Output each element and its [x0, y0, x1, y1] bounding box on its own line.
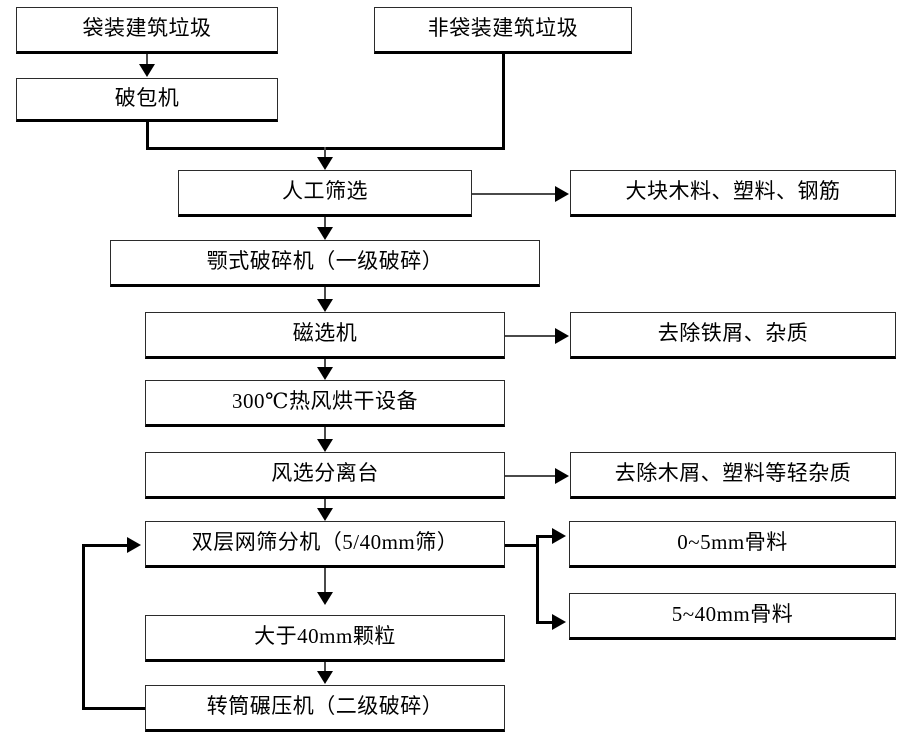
arrowhead-magnetic-to-dryer — [317, 367, 333, 380]
connector-dryer-to-air-separator — [324, 427, 326, 442]
arrowhead-split-to-fine — [552, 528, 566, 544]
arrowhead-oversize-to-drum — [317, 671, 333, 684]
connector-magnetic-to-output — [505, 335, 557, 337]
arrowhead-jaw-to-magnetic — [317, 299, 333, 312]
arrowhead-screen-to-oversize — [317, 592, 333, 605]
connector-jaw-to-magnetic — [324, 287, 326, 302]
connector-screen-to-split — [505, 544, 539, 547]
arrowhead-merge-to-manual-sorting — [317, 157, 333, 170]
connector-feedback-riser — [82, 544, 85, 710]
node-manual-sorting-output-label: 大块木料、塑料、钢筋 — [625, 179, 841, 203]
node-air-separator-label: 风选分离台 — [271, 461, 379, 485]
node-aggregate-fine[interactable]: 0~5mm骨料 — [569, 521, 896, 568]
arrowhead-air-separator-to-screen — [317, 508, 333, 521]
connector-oversize-to-drum — [324, 662, 326, 674]
arrowhead-magnetic-to-output — [555, 328, 569, 344]
node-aggregate-coarse-label: 5~40mm骨料 — [671, 602, 794, 626]
arrowhead-feedback-to-screen — [127, 537, 141, 553]
connector-split-to-coarse — [536, 621, 556, 624]
connector-bagged-to-breaker — [146, 54, 148, 69]
node-bag-breaker[interactable]: 破包机 — [16, 78, 278, 122]
node-hot-air-dryer[interactable]: 300℃热风烘干设备 — [145, 380, 505, 427]
node-bagged-waste[interactable]: 袋装建筑垃圾 — [16, 7, 278, 54]
connector-unbagged-down — [502, 54, 505, 149]
node-oversize-particles-label: 大于40mm颗粒 — [254, 624, 396, 648]
node-manual-sorting-label: 人工筛选 — [282, 179, 368, 203]
connector-screen-to-oversize — [324, 568, 326, 593]
connector-manual-sorting-to-output — [472, 193, 557, 195]
node-unbagged-waste[interactable]: 非袋装建筑垃圾 — [374, 7, 632, 54]
node-magnetic-separator[interactable]: 磁选机 — [145, 312, 505, 359]
node-magnetic-output-label: 去除铁屑、杂质 — [657, 321, 809, 345]
node-oversize-particles[interactable]: 大于40mm颗粒 — [145, 615, 505, 662]
connector-split-riser — [536, 535, 539, 623]
arrowhead-dryer-to-air-separator — [317, 439, 333, 452]
node-drum-roller-crusher-label: 转筒碾压机（二级破碎） — [206, 694, 444, 718]
arrowhead-manual-sorting-to-output — [555, 186, 569, 202]
arrowhead-split-to-coarse — [552, 614, 566, 630]
node-hot-air-dryer-label: 300℃热风烘干设备 — [232, 389, 418, 413]
node-manual-sorting-output[interactable]: 大块木料、塑料、钢筋 — [570, 170, 896, 217]
connector-merge-to-manual-sorting — [324, 147, 326, 163]
connector-air-separator-to-output — [505, 475, 557, 477]
node-unbagged-waste-label: 非袋装建筑垃圾 — [427, 16, 579, 40]
connector-split-to-fine — [536, 535, 556, 538]
node-jaw-crusher[interactable]: 颚式破碎机（一级破碎） — [110, 240, 540, 287]
node-bag-breaker-label: 破包机 — [114, 85, 180, 110]
connector-breaker-down — [146, 122, 149, 149]
node-jaw-crusher-label: 颚式破碎机（一级破碎） — [206, 249, 444, 273]
arrowhead-manual-sorting-to-jaw — [317, 227, 333, 240]
node-air-separator-output[interactable]: 去除木屑、塑料等轻杂质 — [570, 452, 896, 499]
connector-feedback-bottom — [82, 707, 146, 710]
connector-air-separator-to-screen — [324, 499, 326, 510]
node-manual-sorting[interactable]: 人工筛选 — [178, 170, 472, 217]
node-drum-roller-crusher[interactable]: 转筒碾压机（二级破碎） — [145, 685, 505, 732]
arrowhead-air-separator-to-output — [555, 468, 569, 484]
node-air-separator-output-label: 去除木屑、塑料等轻杂质 — [614, 461, 852, 485]
arrowhead-bagged-to-breaker — [139, 64, 155, 77]
node-magnetic-separator-label: 磁选机 — [292, 321, 358, 345]
connector-feedback-top — [82, 544, 130, 547]
node-double-deck-screen-label: 双层网筛分机（5/40mm筛） — [191, 530, 459, 554]
connector-manual-sorting-to-jaw — [324, 217, 326, 230]
node-magnetic-output[interactable]: 去除铁屑、杂质 — [570, 312, 896, 359]
connector-magnetic-to-dryer — [324, 359, 326, 370]
node-air-separator[interactable]: 风选分离台 — [145, 452, 505, 499]
node-double-deck-screen[interactable]: 双层网筛分机（5/40mm筛） — [145, 521, 505, 568]
node-bagged-waste-label: 袋装建筑垃圾 — [82, 16, 212, 40]
node-aggregate-fine-label: 0~5mm骨料 — [677, 530, 788, 554]
node-aggregate-coarse[interactable]: 5~40mm骨料 — [569, 593, 896, 640]
